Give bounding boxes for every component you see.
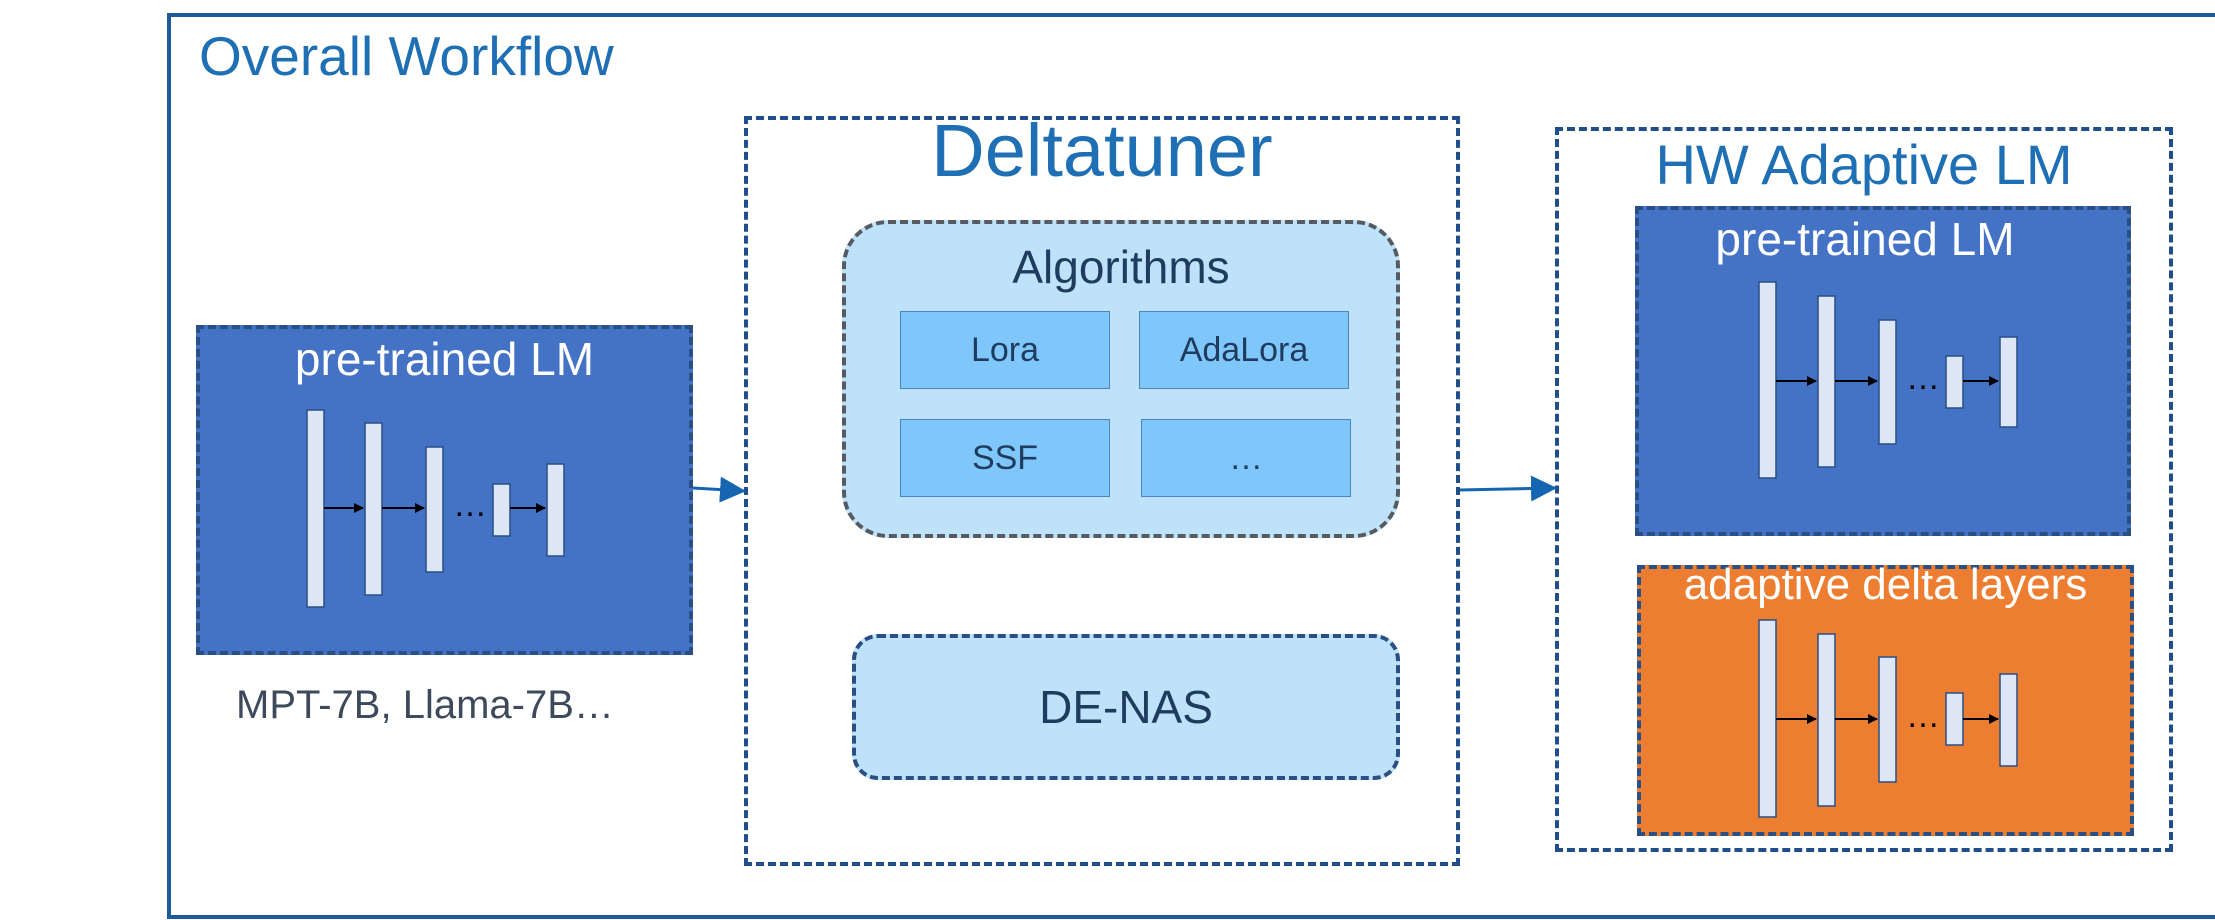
output-lm-label: pre-trained LM: [1715, 213, 2015, 265]
deltatuner-title: Deltatuner: [931, 109, 1273, 192]
hw-adaptive-title: HW Adaptive LM: [1655, 133, 2073, 196]
flow-arrow-to-hw-adaptive: [1459, 475, 1557, 502]
delta-layer-stack: …: [1758, 619, 2018, 818]
de-nas-block: DE-NAS: [852, 634, 1400, 780]
input-lm-label: pre-trained LM: [294, 333, 595, 385]
flow-arrow-to-deltatuner: [692, 476, 746, 503]
delta-layers-label: adaptive delta layers: [1683, 560, 2088, 609]
page-title: Overall Workflow: [199, 25, 614, 87]
algorithm-adalora: AdaLora: [1139, 311, 1349, 389]
output-layer-stack: …: [1758, 281, 2018, 479]
output-layer-ellipsis: …: [1906, 359, 1940, 397]
algorithm-lora: Lora: [900, 311, 1110, 389]
algorithm-more: …: [1141, 419, 1351, 497]
input-layer-ellipsis: …: [453, 486, 487, 524]
input-lm-block: [196, 325, 693, 655]
delta-layer-ellipsis: …: [1906, 697, 1940, 735]
overall-workflow-frame: [167, 13, 2215, 919]
input-layer-stack: …: [306, 409, 565, 608]
algorithm-ssf: SSF: [900, 419, 1110, 497]
input-models-caption: MPT-7B, Llama-7B…: [236, 683, 614, 727]
algorithms-title: Algorithms: [1012, 241, 1230, 293]
